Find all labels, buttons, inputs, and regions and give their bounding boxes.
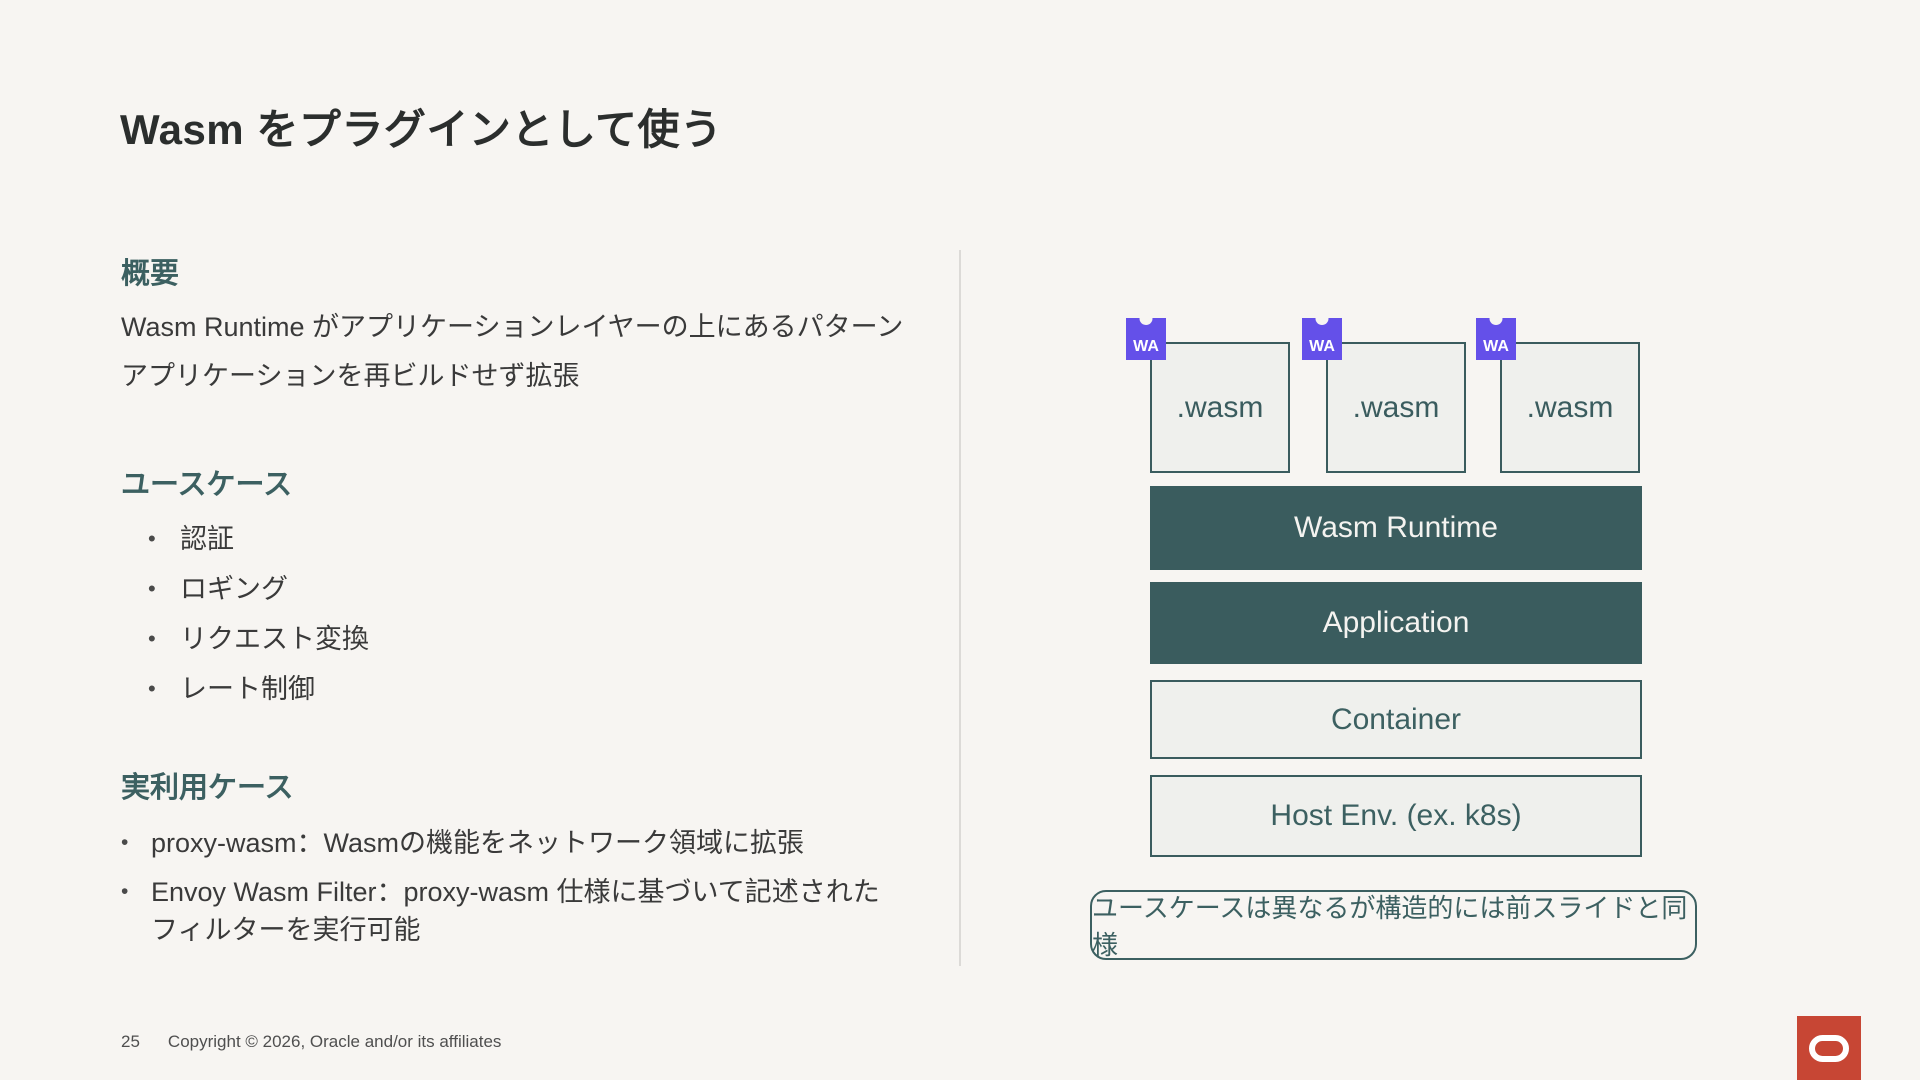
- list-item: • 認証: [148, 514, 369, 564]
- list-item: • proxy-wasm：Wasmの機能をネットワーク領域に拡張: [121, 824, 921, 862]
- bullet-dot-icon: •: [148, 526, 156, 551]
- real-cases-list: • proxy-wasm：Wasmの機能をネットワーク領域に拡張 • Envoy W…: [121, 824, 921, 960]
- copyright-text: Copyright © 2026, Oracle and/or its affi…: [167, 1032, 502, 1051]
- oracle-logo: [1797, 1016, 1861, 1080]
- oracle-o-icon: [1809, 1034, 1849, 1062]
- list-item-label: レート制御: [180, 674, 315, 704]
- layer-host-env: Host Env. (ex. k8s): [1150, 775, 1642, 857]
- webassembly-logo-icon: WA: [1476, 312, 1516, 360]
- wasm-badge-label: WA: [1133, 338, 1159, 355]
- list-item-label: proxy-wasm：Wasmの機能をネットワーク領域に拡張: [151, 828, 805, 858]
- layer-application: Application: [1150, 582, 1642, 664]
- bullet-dot-icon: •: [148, 576, 156, 601]
- list-item-label: 認証: [180, 524, 234, 554]
- use-cases-heading: ユースケース: [121, 469, 293, 501]
- wasm-module-box: .wasm: [1500, 342, 1640, 473]
- badge-notch: [1139, 312, 1153, 325]
- wasm-module-box: .wasm: [1326, 342, 1466, 473]
- bullet-dot-icon: •: [148, 676, 156, 701]
- list-item-label: ロギング: [180, 574, 288, 604]
- list-item-label: Envoy Wasm Filter：proxy-wasm 仕様に基づいて記述され…: [151, 877, 880, 945]
- list-item-label: リクエスト変換: [180, 624, 369, 654]
- badge-notch: [1315, 312, 1329, 325]
- overview-paragraph: Wasm Runtime がアプリケーションレイヤーの上にあるパターン アプリケ…: [121, 303, 921, 401]
- architecture-diagram: WA WA WA .wasm .wasm .wasm Wasm Runtime …: [1090, 310, 1697, 960]
- diagram-note: ユースケースは異なるが構造的には前スライドと同様: [1090, 890, 1697, 960]
- badge-notch: [1489, 312, 1503, 325]
- column-divider: [959, 250, 961, 966]
- webassembly-logo-icon: WA: [1302, 312, 1342, 360]
- webassembly-logo-icon: WA: [1126, 312, 1166, 360]
- wasm-badge-label: WA: [1309, 338, 1335, 355]
- slide-title: Wasm をプラグインとして使う: [120, 106, 723, 153]
- list-item: • レート制御: [148, 664, 369, 714]
- bullet-dot-icon: •: [121, 880, 129, 903]
- bullet-dot-icon: •: [148, 626, 156, 651]
- overview-heading: 概要: [121, 258, 180, 290]
- list-item: • リクエスト変換: [148, 614, 369, 664]
- list-item: • Envoy Wasm Filter：proxy-wasm 仕様に基づいて記述さ…: [121, 873, 921, 949]
- layer-wasm-runtime: Wasm Runtime: [1150, 486, 1642, 570]
- overview-line-2: アプリケーションを再ビルドせず拡張: [121, 361, 580, 391]
- bullet-dot-icon: •: [121, 831, 129, 854]
- overview-line-1: Wasm Runtime がアプリケーションレイヤーの上にあるパターン: [121, 312, 904, 342]
- page-number: 25: [121, 1032, 140, 1051]
- slide-footer: 25 Copyright © 2026, Oracle and/or its a…: [121, 1032, 501, 1052]
- wasm-module-box: .wasm: [1150, 342, 1290, 473]
- real-cases-heading: 実利用ケース: [121, 772, 294, 804]
- wasm-badge-label: WA: [1483, 338, 1509, 355]
- layer-container: Container: [1150, 680, 1642, 759]
- use-cases-list: • 認証 • ロギング • リクエスト変換 • レート制御: [148, 514, 369, 714]
- list-item: • ロギング: [148, 564, 369, 614]
